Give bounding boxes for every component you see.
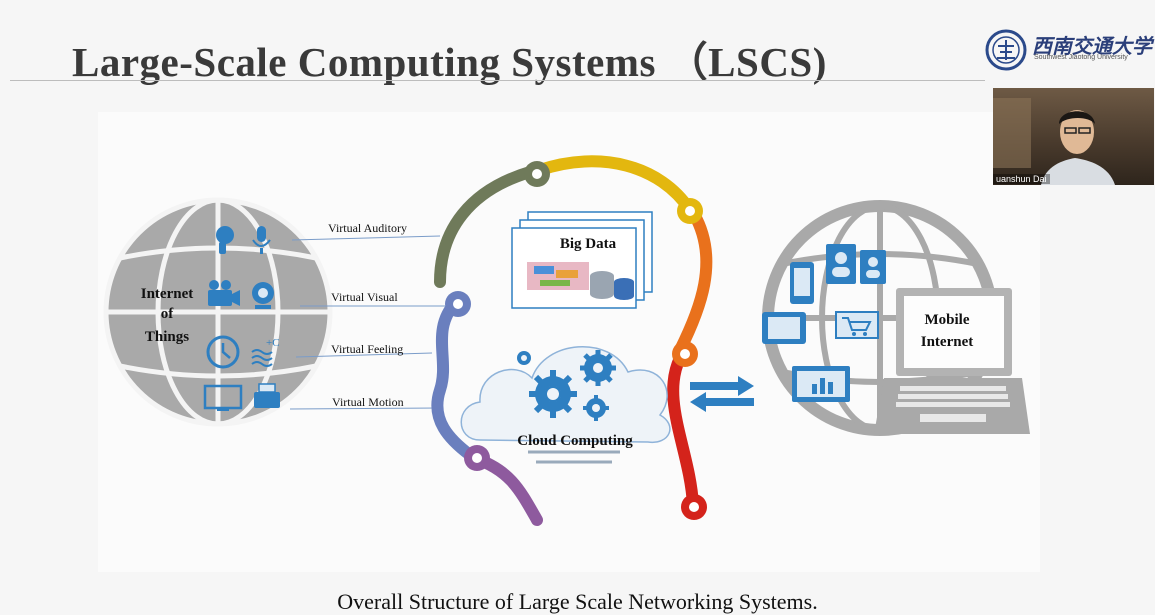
temperature-icon: +C bbox=[251, 337, 280, 367]
mobile-label-line-1: Mobile bbox=[925, 312, 970, 328]
virtual-labels: Virtual Auditory Virtual Visual Virtual … bbox=[328, 221, 407, 409]
slide-title: Large-Scale Computing Systems （LSCS) bbox=[72, 39, 827, 85]
microphone-icon bbox=[252, 226, 271, 254]
arc-orange bbox=[674, 208, 713, 356]
gear-icon-large bbox=[529, 370, 577, 418]
gear-icons bbox=[517, 350, 616, 421]
virtual-auditory-label: Virtual Auditory bbox=[328, 221, 407, 235]
node-green bbox=[524, 161, 550, 187]
clock-icon bbox=[206, 335, 240, 369]
cloud-computing-label: Cloud Computing bbox=[517, 433, 633, 449]
node-orange bbox=[672, 341, 698, 367]
monitor-icon bbox=[203, 384, 243, 411]
chart-screen-icon bbox=[792, 366, 850, 402]
shopping-cart-icon bbox=[835, 311, 879, 339]
arc-red bbox=[667, 352, 699, 511]
node-red bbox=[681, 494, 707, 520]
figure-caption: Overall Structure of Large Scale Network… bbox=[337, 589, 818, 614]
exchange-arrows-icon bbox=[690, 376, 754, 412]
title-divider bbox=[10, 80, 985, 81]
iot-label-line-2: of bbox=[161, 306, 175, 322]
gear-icon-medium bbox=[580, 350, 616, 386]
gear-icon-small bbox=[583, 395, 609, 421]
university-name-english: Southwest Jiaotong University bbox=[1034, 54, 1128, 61]
iot-label: Internet of Things bbox=[141, 286, 194, 345]
node-purple bbox=[464, 445, 490, 471]
webcam-video-feed[interactable]: uanshun Dai bbox=[993, 88, 1154, 185]
iot-label-line-3: Things bbox=[145, 329, 189, 345]
big-data-label: Big Data bbox=[560, 236, 617, 252]
arc-yellow bbox=[534, 155, 696, 216]
database-icon bbox=[590, 271, 634, 300]
webcam-icon bbox=[252, 282, 274, 309]
mobile-label-line-2: Internet bbox=[921, 334, 974, 350]
data-collage-icon bbox=[527, 262, 589, 290]
video-camera-icon bbox=[208, 280, 240, 306]
node-blue bbox=[445, 291, 471, 317]
university-logo: 西南交通大学 Southwest Jiaotong University bbox=[984, 28, 1152, 72]
arc-green bbox=[434, 166, 536, 288]
participant-video-icon bbox=[993, 98, 1115, 185]
gear-icon-tiny bbox=[517, 351, 531, 365]
tablet-icon bbox=[762, 312, 806, 344]
university-emblem-icon bbox=[985, 29, 1027, 71]
iot-label-line-1: Internet bbox=[141, 286, 194, 302]
laptop-icon bbox=[874, 288, 1030, 434]
svg-text:+C: +C bbox=[266, 337, 280, 349]
arc-blue bbox=[431, 296, 476, 461]
virtual-motion-label: Virtual Motion bbox=[332, 395, 404, 409]
virtual-connectors bbox=[289, 235, 445, 410]
printer-icon bbox=[254, 383, 280, 408]
virtual-feeling-label: Virtual Feeling bbox=[331, 342, 403, 356]
mobile-icons bbox=[762, 244, 1030, 434]
mobile-internet-label: Mobile Internet bbox=[921, 312, 974, 350]
virtual-visual-label: Virtual Visual bbox=[331, 290, 398, 304]
headset-icon bbox=[216, 226, 234, 254]
university-name-chinese: 西南交通大学 bbox=[1032, 34, 1152, 58]
big-data-stack bbox=[511, 211, 653, 309]
participant-name: uanshun Dai bbox=[993, 174, 1050, 184]
head-nodes bbox=[445, 161, 707, 520]
contact-card-icon bbox=[826, 244, 886, 284]
smartphone-icon bbox=[790, 262, 814, 304]
iot-icons: +C bbox=[203, 226, 280, 411]
node-yellow bbox=[677, 198, 703, 224]
